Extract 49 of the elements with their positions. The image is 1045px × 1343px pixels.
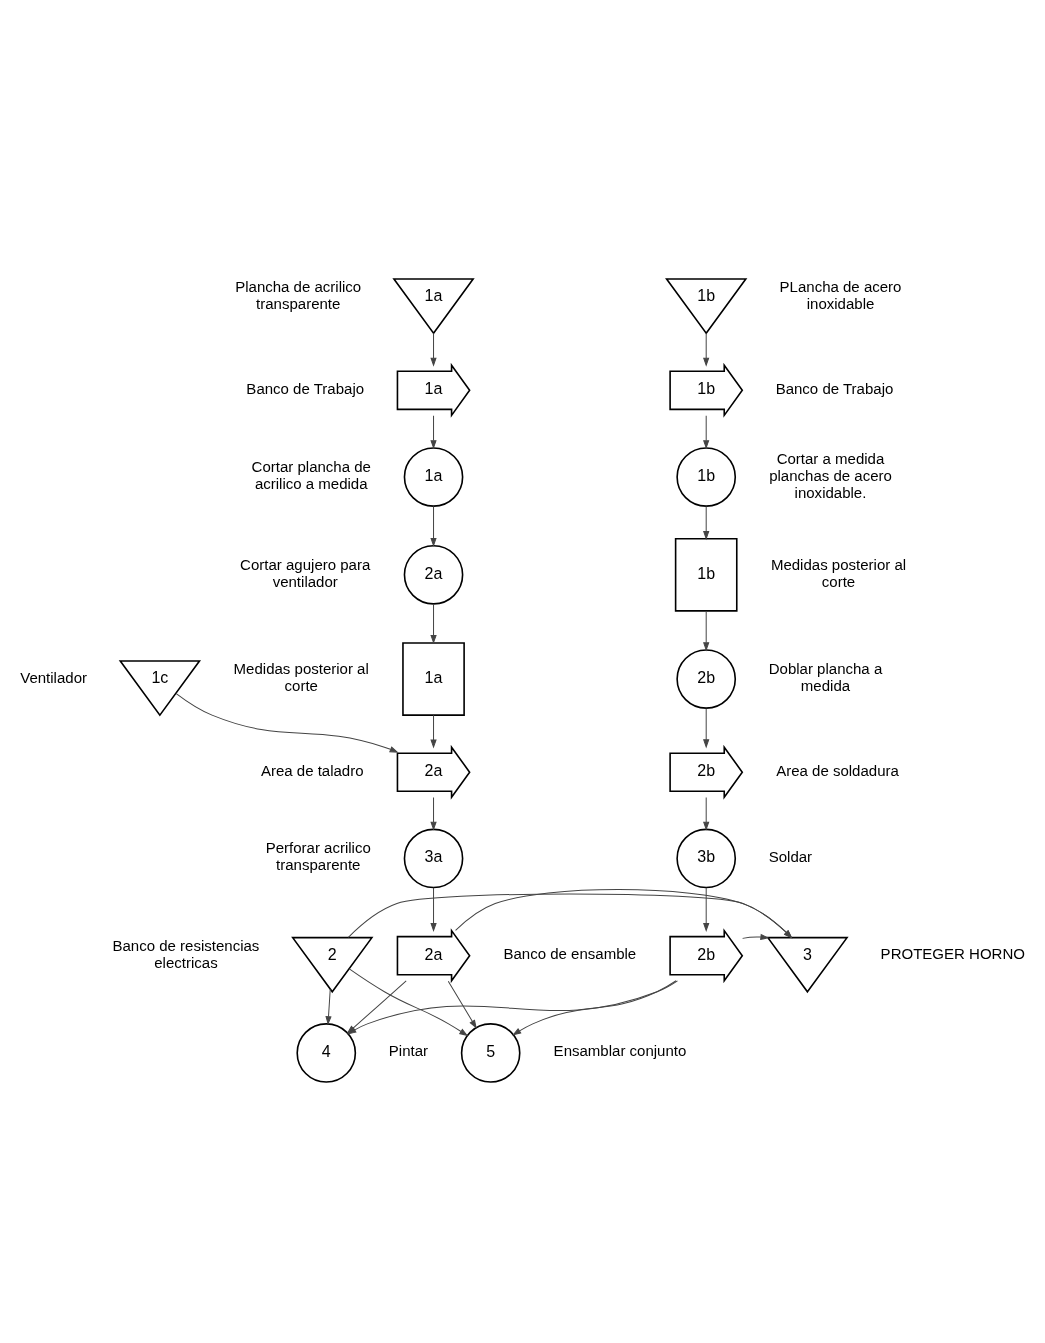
- arrow: [325, 988, 332, 1025]
- node-label: Cortar plancha de acrilico a medida: [251, 458, 371, 493]
- node-label: Perforar acrilico transparente: [265, 839, 371, 874]
- node-circle: 2a: [403, 544, 464, 605]
- node-label: Cortar a medida planchas de acero inoxidable.: [769, 449, 892, 501]
- arrow: [430, 797, 437, 830]
- node-label: Banco de Trabajo: [246, 379, 365, 397]
- node-circle: 3b: [676, 828, 737, 889]
- node-label: Cortar agujero para ventilador: [240, 555, 371, 590]
- arrow: [175, 693, 398, 753]
- node-circle: 1a: [403, 447, 464, 507]
- node-circle: 1b: [676, 447, 737, 507]
- node-label: PROTEGER HORNO: [880, 945, 1025, 963]
- arrow: [430, 332, 437, 366]
- node-label: Soldar: [768, 847, 813, 865]
- arrow: [703, 797, 710, 830]
- arrow: [703, 887, 710, 931]
- node-label: PLancha de acero inoxidable: [779, 278, 902, 313]
- arrow: [455, 889, 792, 938]
- arrow: [430, 603, 437, 644]
- arrow: [430, 887, 437, 931]
- node-label: Banco de ensamble: [503, 945, 637, 963]
- node-label: Ensamblar conjunto: [553, 1042, 687, 1060]
- node-label: Doblar plancha a medida: [768, 660, 883, 695]
- node-label: Medidas posterior al corte: [770, 555, 907, 590]
- arrow: [347, 893, 792, 938]
- node-label: Medidas posterior al corte: [233, 660, 369, 695]
- node-box: 1a: [402, 642, 465, 716]
- arrow: [703, 505, 710, 540]
- arrow: [430, 415, 437, 449]
- arrow: [703, 415, 710, 449]
- arrow: [512, 980, 677, 1036]
- node-label: Area de taladro: [260, 761, 364, 779]
- arrow: [447, 980, 477, 1028]
- node-box: 1b: [674, 537, 738, 612]
- node-label: Banco de Trabajo: [775, 379, 894, 397]
- arrow: [742, 934, 769, 940]
- node-label: Plancha de acrilico transparente: [235, 278, 362, 313]
- arrow: [430, 505, 437, 546]
- arrow: [430, 714, 437, 748]
- node-label: Pintar: [388, 1042, 429, 1060]
- node-label: Ventilador: [20, 668, 88, 686]
- arrow: [703, 610, 710, 651]
- arrow: [703, 332, 710, 366]
- node-circle: 3a: [403, 828, 464, 889]
- node-label: Area de soldadura: [776, 761, 899, 779]
- node-circle: 2b: [676, 649, 737, 709]
- node-label: Banco de resistencias electricas: [112, 936, 260, 971]
- arrow: [703, 707, 710, 748]
